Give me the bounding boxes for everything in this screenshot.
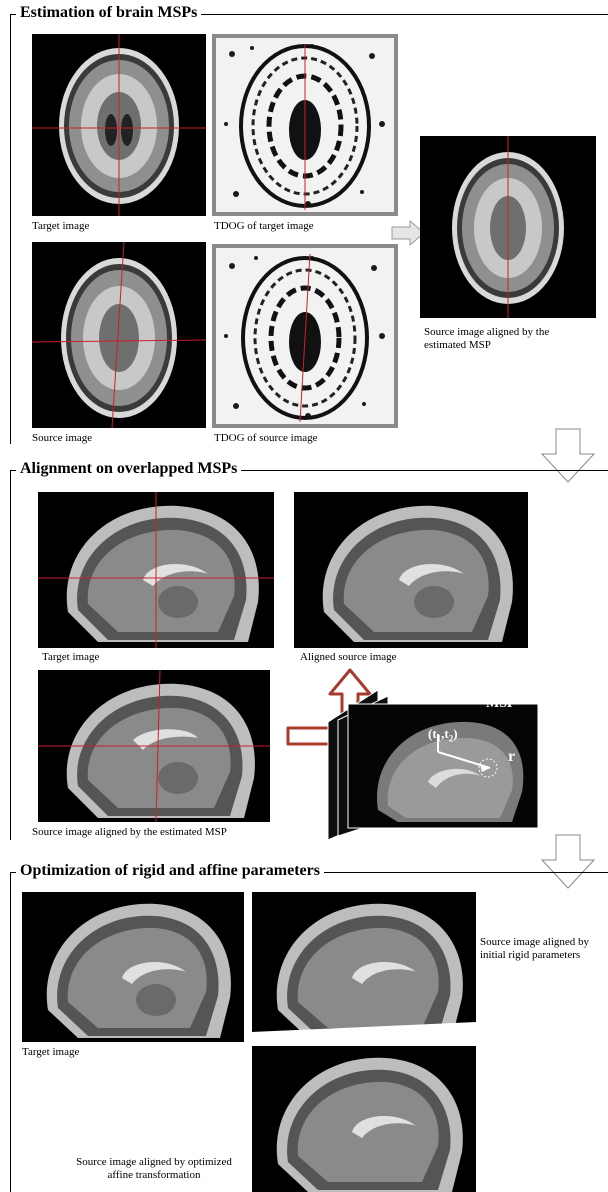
translation-label: (t1,t2): [428, 726, 458, 744]
affine-aligned-image: [252, 1046, 476, 1192]
translation-label-comma: ,t: [441, 726, 449, 741]
aligned-axial-image: [420, 136, 596, 318]
source-axial-image: [32, 242, 206, 428]
caption-source-image: Source image: [32, 432, 92, 445]
msp-label: MSP: [486, 696, 516, 712]
caption-aligned-msp: Source image aligned by the estimated MS…: [424, 326, 594, 352]
target-sagittal-image: [38, 492, 274, 648]
translation-label-close: ): [453, 726, 457, 741]
source-msp-sagittal-image: [38, 670, 270, 822]
caption-target-sagittal: Target image: [42, 651, 99, 664]
tdog-source-image: [212, 244, 398, 428]
section-msp-estimation-rule: [276, 14, 608, 15]
rigid-aligned-image: [252, 892, 476, 1042]
caption-target-optimization: Target image: [22, 1046, 79, 1059]
section-msp-estimation-title: Estimation of brain MSPs: [16, 4, 201, 22]
msp-plane-stack: MSP (t1,t2) r: [318, 690, 548, 840]
section-optimization-rule: [440, 872, 608, 873]
caption-tdog-source: TDOG of source image: [214, 432, 318, 445]
target-axial-image: [32, 34, 206, 216]
rotation-label: r: [508, 748, 515, 766]
aligned-source-sagittal-image: [294, 492, 528, 648]
section-optimization-title: Optimization of rigid and affine paramet…: [16, 862, 324, 880]
caption-tdog-target: TDOG of target image: [214, 220, 314, 233]
caption-optimized-affine: Source image aligned by optimized affine…: [64, 1156, 244, 1182]
tdog-target-image: [212, 34, 398, 216]
caption-aligned-source: Aligned source image: [300, 651, 397, 664]
target-optimization-image: [22, 892, 244, 1042]
translation-label-open: (t: [428, 726, 437, 741]
caption-initial-rigid: Source image aligned by initial rigid pa…: [480, 936, 604, 962]
section-msp-alignment-rule: [308, 470, 608, 471]
caption-source-msp: Source image aligned by the estimated MS…: [32, 826, 227, 839]
section-msp-alignment-title: Alignment on overlapped MSPs: [16, 460, 241, 478]
caption-target-image: Target image: [32, 220, 89, 233]
